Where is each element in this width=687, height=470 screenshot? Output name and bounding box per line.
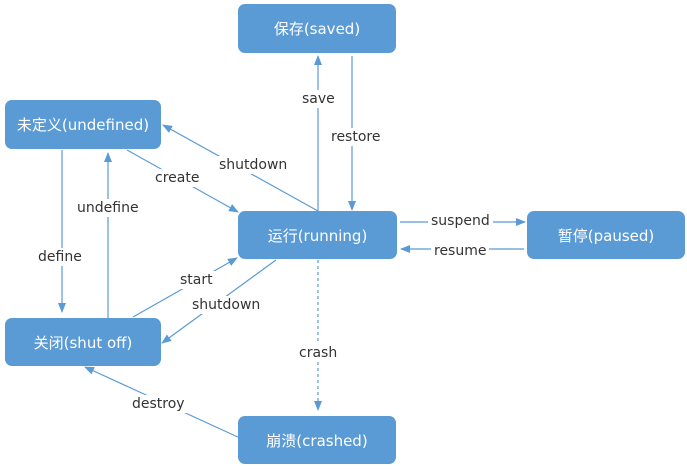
state-paused-label: 暂停(paused) bbox=[557, 226, 655, 245]
state-undefined[interactable]: 未定义(undefined) bbox=[5, 100, 161, 149]
label-suspend: suspend bbox=[428, 212, 493, 230]
state-paused[interactable]: 暂停(paused) bbox=[527, 211, 685, 259]
state-crashed[interactable]: 崩溃(crashed) bbox=[238, 416, 396, 464]
label-shutdown-to-undefined: shutdown bbox=[216, 156, 291, 174]
label-shutdown-to-shutoff: shutdown bbox=[189, 296, 264, 314]
label-undefine: undefine bbox=[74, 199, 142, 217]
label-create: create bbox=[152, 169, 203, 187]
label-save: save bbox=[299, 90, 338, 108]
state-saved[interactable]: 保存(saved) bbox=[238, 4, 396, 53]
state-undefined-label: 未定义(undefined) bbox=[16, 116, 150, 134]
state-running-label: 运行(running) bbox=[267, 226, 368, 245]
label-start: start bbox=[177, 271, 216, 289]
label-crash: crash bbox=[296, 344, 341, 362]
state-running[interactable]: 运行(running) bbox=[238, 211, 397, 259]
state-shutoff[interactable]: 关闭(shut off) bbox=[5, 318, 161, 366]
label-define: define bbox=[35, 248, 85, 266]
state-shutoff-label: 关闭(shut off) bbox=[33, 333, 133, 352]
state-saved-label: 保存(saved) bbox=[273, 20, 361, 38]
label-restore: restore bbox=[328, 128, 384, 146]
label-resume: resume bbox=[431, 242, 490, 260]
state-crashed-label: 崩溃(crashed) bbox=[266, 431, 368, 450]
label-destroy: destroy bbox=[129, 395, 188, 413]
